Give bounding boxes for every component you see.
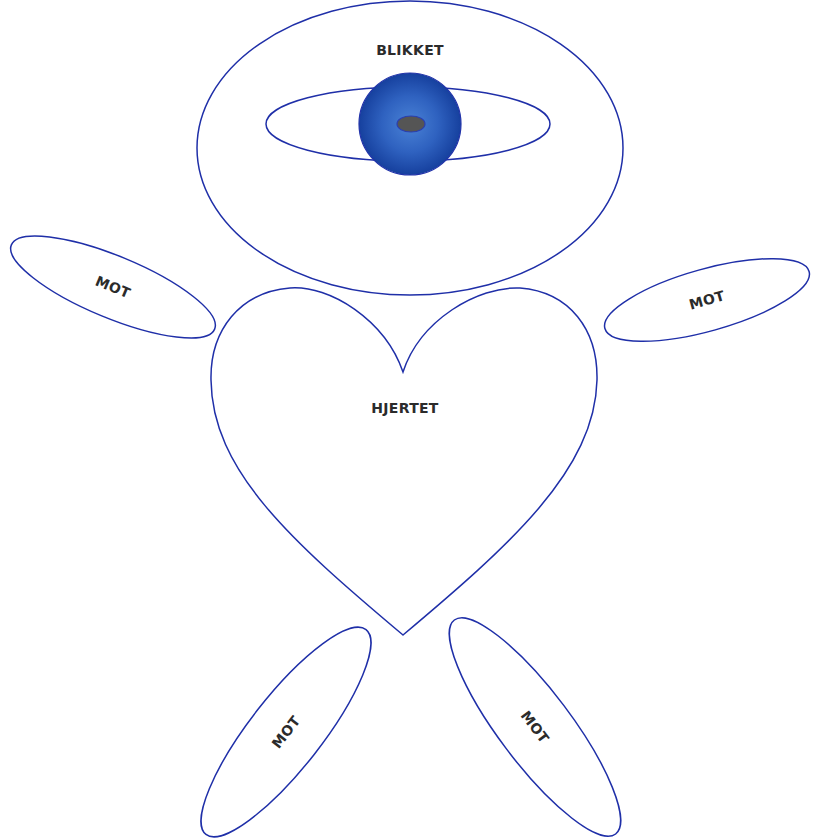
heart-path	[211, 287, 597, 634]
ellipse-path	[597, 242, 818, 359]
pupil	[397, 116, 425, 132]
ellipse-path	[178, 607, 395, 840]
leg-ellipse: MOT	[176, 606, 396, 840]
node-label: MOT	[517, 707, 552, 746]
head-ellipse: BLIKKET	[196, 0, 624, 296]
arm-ellipse: MOT	[595, 240, 818, 359]
node-label: MOT	[687, 287, 726, 313]
node-label: MOT	[93, 272, 133, 301]
iris	[359, 73, 461, 175]
ellipse-path	[426, 598, 645, 840]
node-label: MOT	[268, 713, 304, 752]
heart-outline	[205, 285, 605, 640]
heart-shape: HJERTET	[205, 285, 605, 640]
arm-ellipse: MOT	[0, 215, 228, 359]
node-label: BLIKKET	[376, 42, 444, 59]
ellipse-path	[197, 1, 623, 295]
leg-ellipse: MOT	[424, 597, 646, 840]
node-label: HJERTET	[371, 400, 438, 417]
ellipse-path	[0, 216, 226, 357]
